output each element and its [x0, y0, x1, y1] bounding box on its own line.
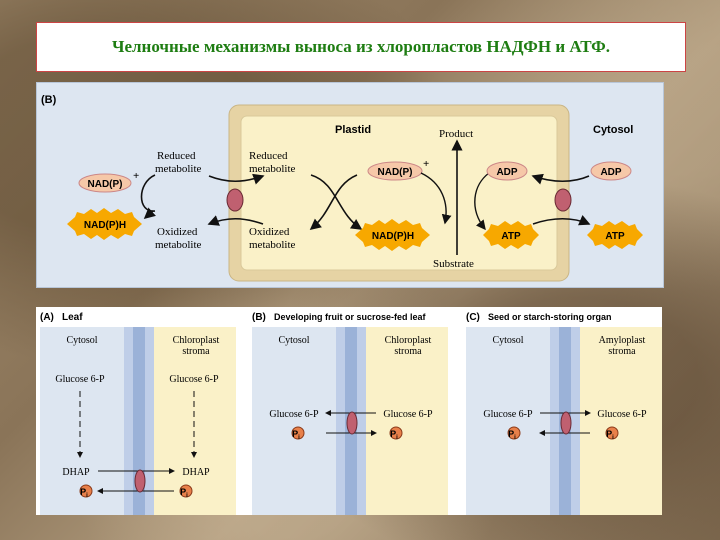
subpanel-b: (B) Developing fruit or sucrose-fed leaf…: [252, 312, 448, 515]
nadp-left-oval: [78, 173, 132, 193]
transporter-right: [554, 188, 572, 212]
reduced-metabolite-right-1: Reduced: [249, 150, 288, 162]
reduced-metabolite-left-2: metabolite: [155, 163, 202, 175]
subpanel-c-g6p-right: Glucose 6-P: [597, 409, 647, 420]
subpanel-c-pi-left: [507, 426, 521, 440]
subpanel-b-transporter: [346, 411, 358, 435]
plastid-reaction-arrow-2: [309, 174, 358, 231]
subpanel-c: (C) Seed or starch-storing organ Cytosol…: [466, 312, 662, 515]
subpanel-c-stroma-2: stroma: [608, 346, 636, 357]
subpanel-a-dhap-right: DHAP: [182, 467, 210, 478]
reduced-metabolite-left-1: Reduced: [157, 150, 196, 162]
nadp-left-label: NAD(P): [88, 179, 123, 190]
subpanel-c-pi-right: [605, 426, 619, 440]
subpanel-b-g6p-right: Glucose 6-P: [383, 409, 433, 420]
subpanel-b-cytosol: Cytosol: [278, 335, 309, 346]
nadph-left-label: NAD(P)H: [84, 220, 126, 231]
subpanel-c-pi-right-label: Pi: [606, 429, 614, 441]
oxidized-metabolite-right-2: metabolite: [249, 239, 296, 251]
subpanel-a: (A) Leaf Cytosol Chloroplast stroma Gluc…: [40, 312, 236, 515]
adp-outside-label: ADP: [600, 167, 621, 178]
subpanel-c-stroma-1: Amyloplast: [599, 335, 646, 346]
subpanel-b-label: (B): [252, 312, 266, 323]
subpanel-b-pi-right-label: Pi: [390, 429, 398, 441]
nadph-right-label: NAD(P)H: [372, 231, 414, 242]
panel-glucose-transport: (A) Leaf Cytosol Chloroplast stroma Gluc…: [36, 307, 662, 515]
subpanel-c-transporter: [560, 411, 572, 435]
shuttle-arrow-in: [208, 173, 265, 185]
reduced-metabolite-right-2: metabolite: [249, 163, 296, 175]
title-box: Челночные механизмы выноса из хлоропласт…: [36, 22, 686, 72]
subpanel-c-label: (C): [466, 312, 480, 323]
glucose-transport-diagram: (A) Leaf Cytosol Chloroplast stroma Gluc…: [40, 312, 662, 515]
shuttle-arrow-out: [207, 215, 264, 226]
left-reaction-arrow: [143, 207, 156, 220]
nadp-to-nadph-curve: [420, 172, 452, 225]
plastid-reaction-arrow-1: [310, 174, 363, 230]
adp-import-arrow: [531, 173, 590, 185]
subpanel-b-pi-left-label: Pi: [292, 429, 300, 441]
oxidized-metabolite-left-1: Oxidized: [157, 226, 198, 238]
subpanel-b-heading: Developing fruit or sucrose-fed leaf: [274, 312, 427, 322]
nadp-left-plus: +: [133, 170, 139, 182]
nadph-right-starburst: [355, 219, 430, 251]
subpanel-a-stroma-bg: [154, 327, 236, 515]
adp-outside-oval: [590, 161, 632, 181]
subpanel-a-membrane: [133, 327, 145, 515]
atp-inside-starburst: [483, 221, 539, 249]
subpanel-c-pi-left-label: Pi: [508, 429, 516, 441]
subpanel-a-transporter: [134, 469, 146, 493]
nadph-left-starburst: [67, 208, 142, 240]
subpanel-a-pi-right: [179, 484, 193, 498]
subpanel-a-pi-right-label: Pi: [180, 487, 188, 499]
transporter-left: [226, 188, 244, 212]
shuttle-diagram: (B) Plastid Cytosol Reduced metabolite O…: [41, 94, 643, 282]
subpanel-b-stroma-bg: [366, 327, 448, 515]
subpanel-a-label: (A): [40, 312, 54, 323]
subpanel-c-cytosol: Cytosol: [492, 335, 523, 346]
subpanel-a-stroma-2: stroma: [182, 346, 210, 357]
nadp-right-oval: [367, 161, 423, 181]
subpanel-b-stroma-1: Chloroplast: [385, 335, 432, 346]
atp-export-arrow: [532, 215, 591, 226]
subpanel-a-pi-left-label: Pi: [80, 487, 88, 499]
plastid-label: Plastid: [335, 124, 371, 136]
subpanel-a-g6p-left: Glucose 6-P: [55, 374, 105, 385]
atp-outside-starburst: [587, 221, 643, 249]
subpanel-a-cytosol: Cytosol: [66, 335, 97, 346]
subpanel-a-g6p-right: Glucose 6-P: [169, 374, 219, 385]
subpanel-b-pi-right: [389, 426, 403, 440]
subpanel-a-stroma-1: Chloroplast: [173, 335, 220, 346]
subpanel-b-g6p-left: Glucose 6-P: [269, 409, 319, 420]
product-label: Product: [439, 128, 473, 140]
cytosol-label: Cytosol: [593, 124, 633, 136]
subpanel-c-g6p-left: Glucose 6-P: [483, 409, 533, 420]
subpanel-a-dhap-left: DHAP: [62, 467, 90, 478]
substrate-label: Substrate: [433, 258, 474, 270]
adp-to-atp-curve: [474, 172, 490, 231]
subpanel-a-heading: Leaf: [62, 312, 83, 323]
subpanel-c-heading: Seed or starch-storing organ: [488, 312, 612, 322]
nadp-right-label: NAD(P): [378, 167, 413, 178]
nadp-right-plus: +: [423, 158, 429, 170]
subpanel-b-stroma-2: stroma: [394, 346, 422, 357]
subpanel-b-pi-left: [291, 426, 305, 440]
slide-title: Челночные механизмы выноса из хлоропласт…: [111, 37, 611, 56]
adp-inside-label: ADP: [496, 167, 517, 178]
left-reaction-curve: [140, 174, 156, 212]
oxidized-metabolite-left-2: metabolite: [155, 239, 202, 251]
panel-b-shuttle: (B) Plastid Cytosol Reduced metabolite O…: [36, 82, 664, 288]
adp-inside-oval: [486, 161, 528, 181]
panel-b-label: (B): [41, 94, 57, 106]
atp-inside-label: ATP: [501, 231, 521, 242]
subpanel-a-pi-left: [79, 484, 93, 498]
atp-outside-label: ATP: [605, 231, 625, 242]
subpanel-c-stroma-bg: [580, 327, 662, 515]
oxidized-metabolite-right-1: Oxidized: [249, 226, 290, 238]
